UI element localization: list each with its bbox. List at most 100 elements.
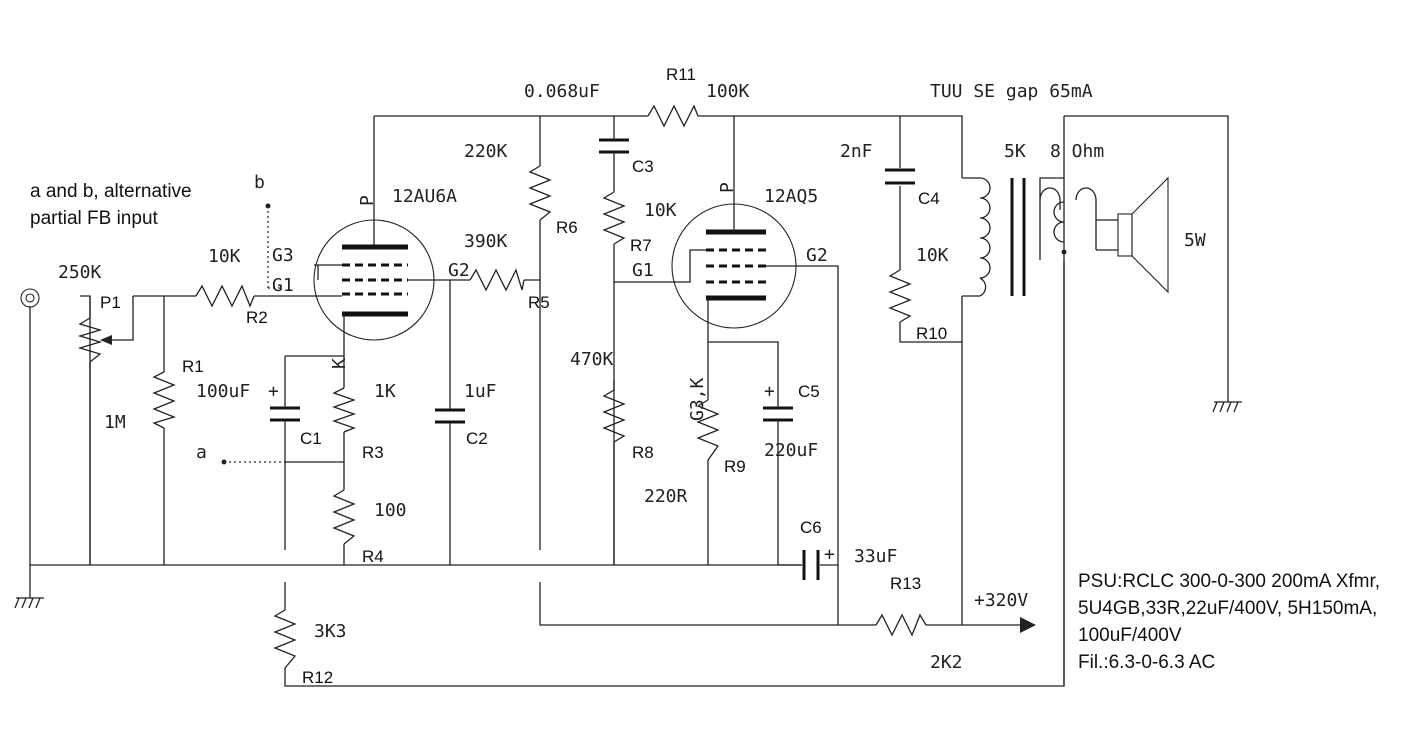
bplus-label: +320V: [974, 590, 1028, 611]
bplus-arrow: [1020, 617, 1036, 633]
v2-g2-label: G2: [806, 245, 828, 266]
c6-plus: +: [824, 544, 835, 565]
node-a-label: a: [196, 442, 207, 463]
resistor-r6: [528, 165, 552, 221]
r7-value: 10K: [644, 200, 677, 221]
capacitor-c2: [435, 402, 465, 428]
psu-note-line4: Fil.:6.3-0-6.3 AC: [1078, 652, 1215, 673]
r13-value: 2K2: [930, 652, 963, 673]
resistor-r5: [469, 268, 525, 292]
r3-ref: R3: [362, 443, 384, 462]
r9-ref: R9: [724, 457, 746, 476]
r10-value: 10K: [916, 245, 949, 266]
r2-ref: R2: [246, 308, 268, 327]
r8-ref: R8: [632, 443, 654, 462]
resistor-r8: [602, 389, 626, 443]
r12-ref: R12: [302, 668, 333, 687]
v2-k-label: G3,K: [687, 377, 708, 421]
psu-note-line1: PSU:RCLC 300-0-300 200mA Xfmr,: [1078, 571, 1380, 592]
v2-g1-label: G1: [632, 260, 654, 281]
r6-ref: R6: [556, 218, 578, 237]
ground-symbols: [14, 401, 1242, 609]
r6-value: 220K: [464, 141, 508, 162]
resistor-r13: [875, 613, 927, 637]
psu-note-line3: 100uF/400V: [1078, 625, 1182, 646]
v1-p-label: P: [357, 195, 378, 206]
labels: a and b, alternative partial FB input b …: [30, 65, 1380, 687]
resistor-r2: [195, 284, 255, 308]
c5-value: 220uF: [764, 440, 818, 461]
v2-type: 12AQ5: [764, 186, 818, 207]
capacitor-c3: [599, 134, 629, 158]
resistor-r9: [696, 399, 720, 461]
r7-ref: R7: [630, 236, 652, 255]
c2-ref: C2: [466, 429, 488, 448]
ground-symbol-right: [1212, 401, 1242, 413]
c5-ref: C5: [798, 382, 820, 401]
v1-g3-label: G3: [272, 245, 294, 266]
resistor-r7: [602, 191, 626, 245]
p1-value: 250K: [58, 262, 102, 283]
resistor-r12: [273, 609, 297, 669]
c4-value: 2nF: [840, 141, 873, 162]
feedback-note-line1: a and b, alternative: [30, 181, 192, 202]
c6-ref: C6: [800, 518, 822, 537]
junctions: [221, 203, 271, 465]
v1-type: 12AU6A: [392, 186, 457, 207]
speaker-power: 5W: [1184, 230, 1206, 251]
r11-ref: R11: [666, 65, 696, 84]
tube-v2: [671, 203, 797, 329]
capacitor-c6: [802, 550, 820, 580]
c3-value: 0.068uF: [524, 81, 600, 102]
capacitor-c4: [885, 168, 915, 185]
input-jack: [20, 288, 40, 308]
capacitor-c1: [270, 400, 300, 428]
r4-value: 100: [374, 500, 407, 521]
c3-ref: C3: [632, 157, 654, 176]
v1-k-label: K: [329, 358, 350, 369]
ground-symbol-left: [14, 597, 44, 609]
r1-ref: R1: [182, 357, 204, 376]
c6-value: 33uF: [854, 546, 897, 567]
psu-note-line2: 5U4GB,33R,22uF/400V, 5H150mA,: [1078, 598, 1377, 619]
r11-value: 100K: [706, 81, 750, 102]
c1-value: 100uF: [196, 381, 250, 402]
c1-ref: C1: [300, 429, 322, 448]
p1-ref: P1: [100, 293, 121, 312]
v2-p-label: P: [717, 182, 738, 193]
r12-value: 3K3: [314, 621, 347, 642]
r2-value: 10K: [208, 246, 241, 267]
resistor-r4: [332, 489, 356, 545]
c5-plus: +: [764, 381, 775, 402]
c2-value: 1uF: [464, 381, 497, 402]
r1-value: 1M: [104, 412, 126, 433]
node-b-label: b: [254, 172, 265, 193]
capacitors: [270, 134, 915, 580]
potentiometer-p1: [77, 296, 134, 363]
node-b-dot: [265, 203, 271, 209]
v1-g2-label: G2: [448, 260, 470, 281]
capacitor-c5: [763, 400, 793, 428]
r4-ref: R4: [362, 547, 384, 566]
c1-plus: +: [268, 381, 279, 402]
feedback-note-line2: partial FB input: [30, 208, 159, 229]
ot-secondary: 8 Ohm: [1050, 141, 1104, 162]
r3-value: 1K: [374, 381, 396, 402]
r9-value: 220R: [644, 486, 688, 507]
tube-v1: [313, 219, 435, 341]
ot-primary: 5K: [1004, 141, 1026, 162]
speaker: [1096, 176, 1169, 294]
v1-g1-label: G1: [272, 275, 294, 296]
resistor-r3: [332, 387, 356, 433]
r5-ref: R5: [528, 293, 550, 312]
resistor-r1: [152, 371, 176, 429]
output-transformer: [962, 177, 1097, 686]
transformer-note: TUU SE gap 65mA: [930, 81, 1093, 102]
resistor-r10: [888, 269, 912, 323]
resistors: [152, 104, 927, 669]
resistor-r11: [647, 104, 699, 128]
node-a-dot: [221, 459, 227, 465]
c4-ref: C4: [918, 189, 940, 208]
r5-value: 390K: [464, 231, 508, 252]
